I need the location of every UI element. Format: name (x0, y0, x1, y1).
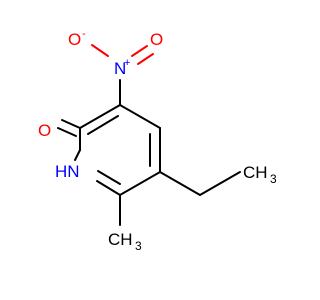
bond-c2-o-2 (57, 127, 77, 137)
atom-subscript: 3 (270, 172, 277, 186)
atom-nitro-oxygen-double: O (150, 30, 163, 49)
atom-symbol: O (68, 30, 81, 49)
bond-n1-c2 (74, 149, 81, 161)
bond-c2-c3-inner (87, 115, 119, 135)
bond-c6-n1 (96, 180, 121, 196)
structure-svg: O - N + O O HN CH 3 CH 3 (38, 28, 277, 253)
atom-subscript: 3 (135, 239, 142, 253)
bond-n-o-minus (91, 44, 109, 57)
atom-nitro-nitrogen-plus: N + (114, 57, 130, 78)
atom-symbol: N (114, 59, 126, 78)
atom-symbol: O (150, 30, 163, 49)
bond-ch2-ch3 (199, 171, 241, 196)
bond-c2-o-1 (61, 119, 81, 129)
atom-charge: + (124, 57, 130, 69)
bond-n-o-double-1 (131, 45, 148, 57)
atom-methyl-carbon: CH 3 (108, 230, 142, 253)
atom-symbol: HN (55, 162, 80, 181)
bond-c2-c3 (79, 104, 121, 129)
atom-carbonyl-oxygen: O (38, 121, 51, 140)
bond-c6-n1-inner (97, 170, 121, 185)
bond-n-o-double-2 (137, 53, 154, 65)
bond-c5-c6 (119, 171, 161, 196)
atom-ethyl-terminal-carbon: CH 3 (243, 163, 277, 186)
atom-symbol: CH (108, 230, 133, 249)
atom-symbol: CH (243, 163, 268, 182)
atom-ring-nitrogen: HN (55, 162, 80, 181)
atom-symbol: O (38, 121, 51, 140)
molecule-diagram: O - N + O O HN CH 3 CH 3 (38, 28, 277, 253)
atom-nitro-oxygen-minus: O - (68, 28, 86, 49)
bond-c5-ch2 (159, 171, 201, 196)
bond-c3-c4 (119, 104, 161, 129)
atom-charge: - (82, 28, 86, 40)
